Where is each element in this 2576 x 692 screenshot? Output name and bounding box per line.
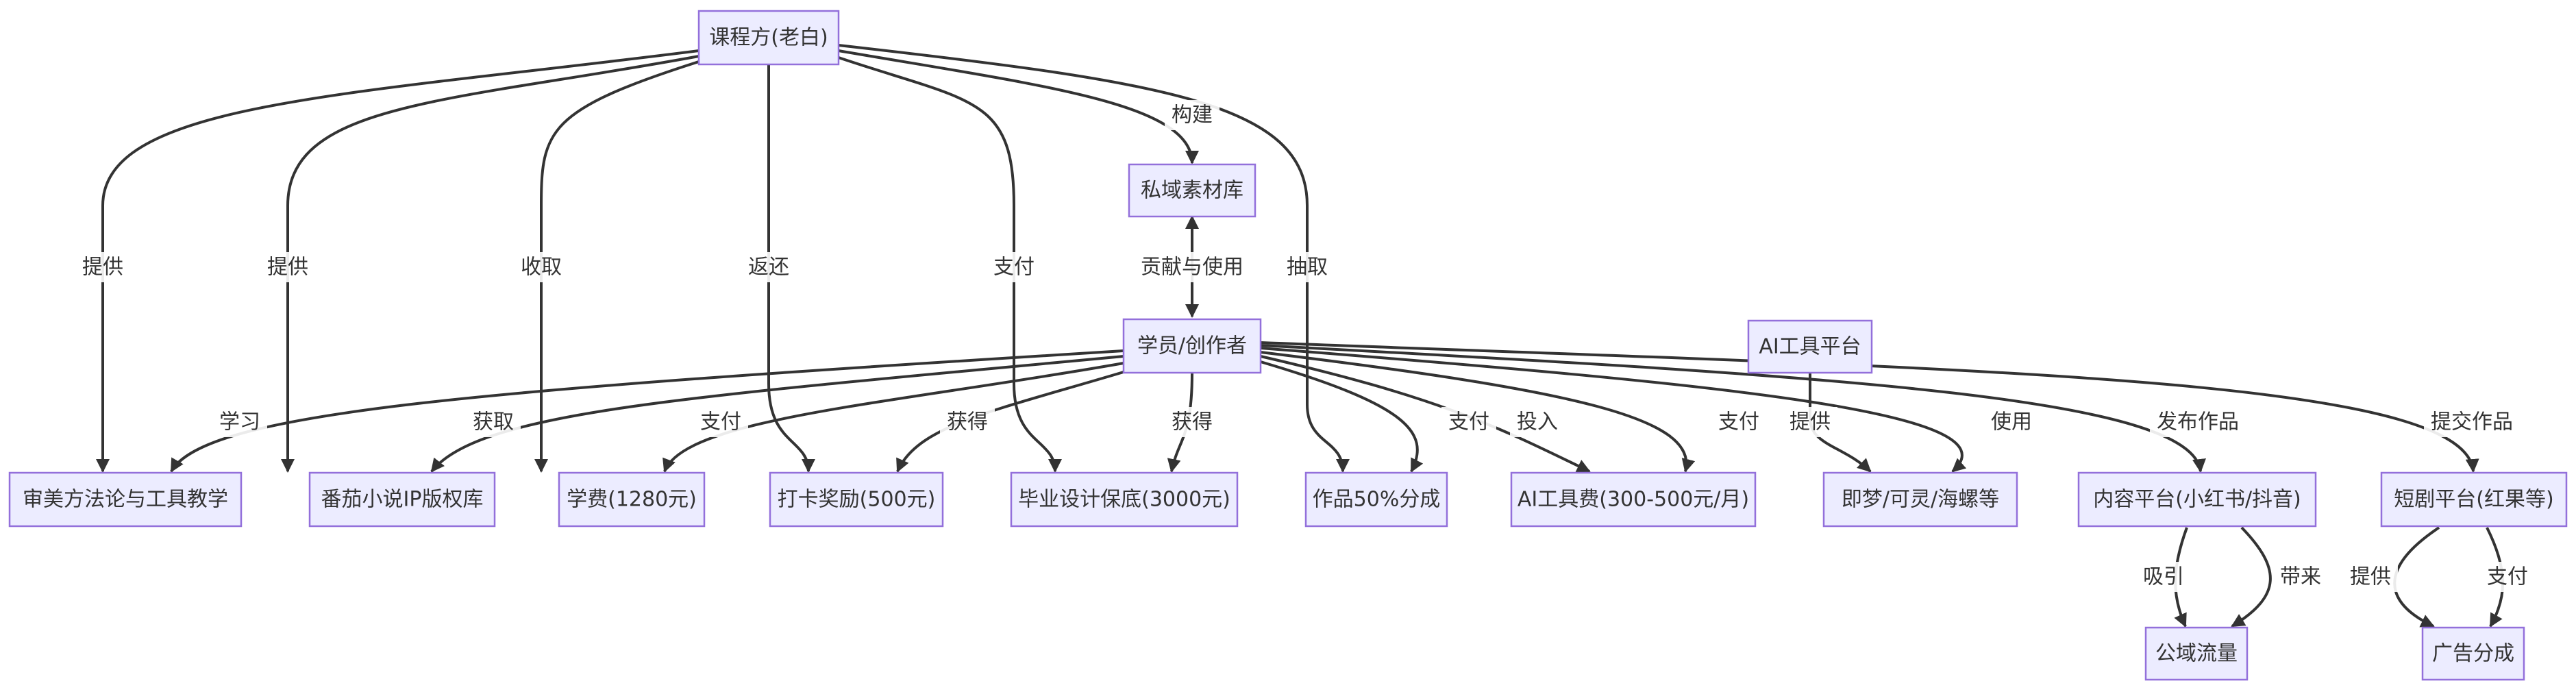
node-tuition: 学费(1280元) (558, 471, 706, 528)
svg-text:提供: 提供 (267, 256, 308, 280)
svg-text:学习: 学习 (219, 410, 260, 434)
svg-text:获得: 获得 (947, 410, 988, 434)
svg-text:短剧平台(红果等): 短剧平台(红果等) (2394, 488, 2553, 512)
label-drama-provide: 提供 (2343, 562, 2398, 592)
edge-student-tuition (662, 362, 1124, 473)
svg-text:内容平台(小红书/抖音): 内容平台(小红书/抖音) (2093, 488, 2301, 512)
label-teacher-ip: 提供 (260, 252, 315, 282)
edge-teacher-grad (838, 56, 1062, 473)
label-student-checkin: 获得 (940, 407, 995, 437)
label-aifee-tools: 支付 (1711, 407, 1766, 437)
svg-text:支付: 支付 (993, 256, 1035, 280)
label-drama-pay: 支付 (2480, 562, 2535, 592)
svg-text:支付: 支付 (1718, 410, 1759, 434)
node-content-platform: 内容平台(小红书/抖音) (2077, 471, 2317, 528)
edge-teacher-checkin (767, 64, 815, 473)
label-student-share: 支付 (1441, 407, 1496, 437)
node-private-library: 私域素材库 (1128, 163, 1256, 218)
label-student-tuition: 支付 (693, 407, 748, 437)
svg-text:支付: 支付 (1448, 410, 1489, 434)
node-teacher: 课程方(老白) (697, 10, 840, 66)
node-ai-fee: AI工具费(300-500元/月) (1510, 471, 1757, 528)
label-aiplatform-tools: 提供 (1783, 407, 1837, 437)
label-content-bring: 带来 (2273, 562, 2328, 592)
svg-text:广告分成: 广告分成 (2432, 642, 2514, 666)
svg-text:公域流量: 公域流量 (2155, 642, 2238, 666)
node-checkin-reward: 打卡奖励(500元) (769, 471, 944, 528)
edge-student-ip (430, 355, 1124, 473)
svg-text:提供: 提供 (82, 256, 123, 280)
edge-content-traffic-2 (2231, 526, 2272, 628)
svg-text:获取: 获取 (473, 410, 514, 434)
svg-text:学员/创作者: 学员/创作者 (1137, 334, 1247, 358)
svg-text:私域素材库: 私域素材库 (1141, 179, 1243, 203)
label-student-ip: 获取 (466, 407, 521, 437)
edge-teacher-ip (281, 55, 699, 473)
edge-student-share (1260, 360, 1424, 473)
svg-text:支付: 支付 (2487, 565, 2528, 589)
svg-text:课程方(老白): 课程方(老白) (709, 26, 828, 50)
svg-text:支付: 支付 (700, 410, 741, 434)
svg-text:打卡奖励(500元): 打卡奖励(500元) (778, 488, 936, 512)
label-teacher-library: 构建 (1165, 100, 1219, 130)
label-teacher-checkin: 返还 (741, 252, 796, 282)
svg-text:返还: 返还 (748, 256, 789, 280)
svg-text:审美方法论与工具教学: 审美方法论与工具教学 (23, 488, 228, 512)
svg-text:作品50%分成: 作品50%分成 (1313, 488, 1441, 512)
svg-text:即梦/可灵/海螺等: 即梦/可灵/海螺等 (1842, 488, 1999, 512)
node-student: 学员/创作者 (1122, 318, 1262, 374)
svg-text:提交作品: 提交作品 (2431, 410, 2513, 434)
label-student-grad: 获得 (1165, 407, 1219, 437)
label-student-aifee: 投入 (1510, 407, 1565, 437)
edge-aifee-tools (1260, 351, 1696, 473)
node-ad-share: 广告分成 (2421, 626, 2525, 681)
svg-text:提供: 提供 (2350, 565, 2391, 589)
label-content-attract: 吸引 (2136, 562, 2191, 592)
node-drama-platform: 短剧平台(红果等) (2380, 471, 2568, 528)
svg-text:投入: 投入 (1517, 410, 1558, 434)
label-teacher-method: 提供 (75, 252, 130, 282)
svg-text:构建: 构建 (1172, 103, 1213, 127)
svg-text:使用: 使用 (1991, 410, 2032, 434)
svg-text:抽取: 抽取 (1287, 256, 1328, 280)
svg-text:收取: 收取 (521, 256, 562, 280)
label-student-method: 学习 (212, 407, 267, 437)
edge-teacher-share (838, 44, 1350, 473)
label-student-content: 发布作品 (2150, 407, 2246, 437)
svg-text:贡献与使用: 贡献与使用 (1141, 256, 1243, 280)
svg-text:发布作品: 发布作品 (2157, 410, 2239, 434)
node-ai-platform: AI工具平台 (1747, 319, 1873, 374)
node-ip-library: 番茄小说IP版权库 (308, 471, 496, 528)
node-share-50: 作品50%分成 (1304, 471, 1448, 528)
svg-text:AI工具费(300-500元/月): AI工具费(300-500元/月) (1518, 488, 1749, 512)
label-teacher-grad: 支付 (987, 252, 1041, 282)
edge-teacher-tuition (534, 60, 699, 473)
svg-text:获得: 获得 (1172, 410, 1213, 434)
label-teacher-share: 抽取 (1280, 252, 1335, 282)
node-public-traffic: 公域流量 (2144, 626, 2249, 681)
node-ai-tools: 即梦/可灵/海螺等 (1822, 471, 2018, 528)
svg-text:学费(1280元): 学费(1280元) (567, 488, 697, 512)
label-teacher-tuition: 收取 (514, 252, 569, 282)
edge-student-content (1260, 344, 2206, 473)
label-student-drama: 提交作品 (2424, 407, 2520, 437)
svg-text:番茄小说IP版权库: 番茄小说IP版权库 (321, 488, 484, 512)
edge-student-method (170, 349, 1124, 473)
edge-teacher-library (838, 49, 1199, 164)
svg-text:毕业设计保底(3000元): 毕业设计保底(3000元) (1018, 488, 1230, 512)
svg-text:AI工具平台: AI工具平台 (1759, 335, 1861, 359)
svg-text:吸引: 吸引 (2143, 565, 2184, 589)
svg-text:提供: 提供 (1789, 410, 1831, 434)
edge-teacher-method (96, 49, 699, 473)
label-library-student: 贡献与使用 (1137, 252, 1247, 282)
edge-student-tools (1260, 347, 1967, 473)
svg-text:带来: 带来 (2280, 565, 2321, 589)
node-grad-guarantee: 毕业设计保底(3000元) (1010, 471, 1239, 528)
edge-drama-ad-1 (2393, 526, 2440, 628)
label-student-tools: 使用 (1984, 407, 2039, 437)
node-method-teaching: 审美方法论与工具教学 (8, 471, 243, 528)
